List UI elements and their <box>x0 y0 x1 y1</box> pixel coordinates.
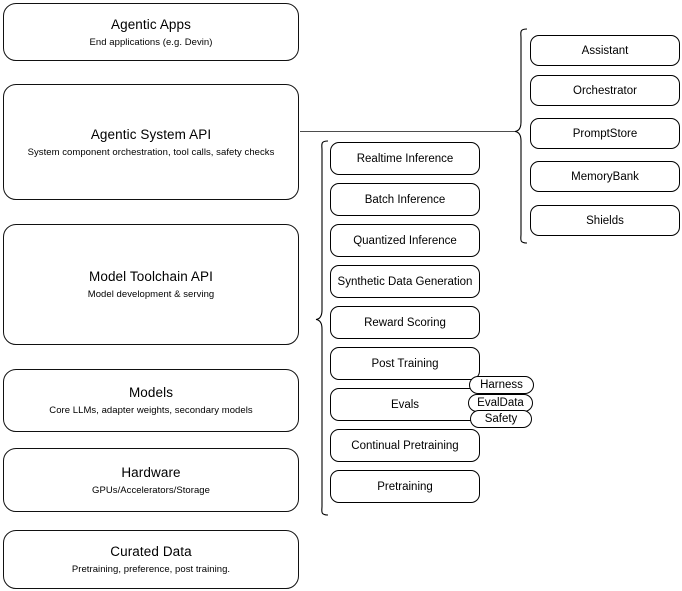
toolchain-item-synthetic-data-generation[interactable]: Synthetic Data Generation <box>330 265 480 298</box>
agentic-component-label: PromptStore <box>572 127 638 140</box>
toolchain-item-continual-pretraining[interactable]: Continual Pretraining <box>330 429 480 462</box>
eval-chip-safety[interactable]: Safety <box>470 410 532 428</box>
agentic-component-label: Shields <box>586 214 624 227</box>
agentic-component-label: Orchestrator <box>573 84 637 97</box>
layer-subtitle: Model development & serving <box>87 289 215 300</box>
layer-subtitle: GPUs/Accelerators/Storage <box>92 484 210 496</box>
layer-subtitle: Core LLMs, adapter weights, secondary mo… <box>49 405 253 416</box>
toolchain-item-evals[interactable]: Evals <box>330 388 480 421</box>
toolchain-item-realtime-inference[interactable]: Realtime Inference <box>330 142 480 175</box>
layer-title: Agentic System API <box>90 126 212 142</box>
toolchain-item-reward-scoring[interactable]: Reward Scoring <box>330 306 480 339</box>
brace-agentic-components <box>514 28 528 244</box>
toolchain-item-batch-inference[interactable]: Batch Inference <box>330 183 480 216</box>
layer-models[interactable]: Models Core LLMs, adapter weights, secon… <box>3 369 299 432</box>
agentic-component-memorybank[interactable]: MemoryBank <box>530 161 680 192</box>
toolchain-item-quantized-inference[interactable]: Quantized Inference <box>330 224 480 257</box>
toolchain-item-label: Batch Inference <box>364 193 446 206</box>
agentic-component-promptstore[interactable]: PromptStore <box>530 118 680 149</box>
agentic-component-label: MemoryBank <box>571 170 639 183</box>
agentic-component-label: Assistant <box>581 44 629 57</box>
layer-subtitle: End applications (e.g. Devin) <box>89 36 213 48</box>
layer-title: Hardware <box>121 464 181 480</box>
toolchain-item-label: Quantized Inference <box>353 234 457 247</box>
eval-chip-label: Safety <box>484 413 518 425</box>
eval-chip-label: Harness <box>480 379 523 391</box>
toolchain-item-label: Reward Scoring <box>364 316 446 329</box>
toolchain-item-label: Evals <box>390 398 420 411</box>
layer-model-toolchain-api[interactable]: Model Toolchain API Model development & … <box>3 224 299 345</box>
layer-hardware[interactable]: Hardware GPUs/Accelerators/Storage <box>3 448 299 512</box>
layer-curated-data[interactable]: Curated Data Pretraining, preference, po… <box>3 530 299 589</box>
agentic-component-assistant[interactable]: Assistant <box>530 35 680 66</box>
toolchain-item-label: Continual Pretraining <box>351 439 459 452</box>
layer-agentic-system-api[interactable]: Agentic System API System component orch… <box>3 84 299 200</box>
toolchain-item-pretraining[interactable]: Pretraining <box>330 470 480 503</box>
toolchain-item-label: Realtime Inference <box>356 152 454 165</box>
toolchain-item-label: Pretraining <box>377 480 433 493</box>
brace-toolchain-capabilities <box>315 140 329 516</box>
layer-subtitle: Pretraining, preference, post training. <box>71 564 231 575</box>
layer-title: Model Toolchain API <box>89 269 213 284</box>
toolchain-item-label: Post Training <box>371 357 439 370</box>
eval-chip-harness[interactable]: Harness <box>469 376 534 394</box>
layer-title: Agentic Apps <box>110 16 191 32</box>
layer-agentic-apps[interactable]: Agentic Apps End applications (e.g. Devi… <box>3 3 299 61</box>
layer-title: Curated Data <box>110 544 192 559</box>
agentic-component-orchestrator[interactable]: Orchestrator <box>530 75 680 106</box>
agentic-component-shields[interactable]: Shields <box>530 205 680 236</box>
toolchain-item-post-training[interactable]: Post Training <box>330 347 480 380</box>
layer-title: Models <box>128 385 174 400</box>
toolchain-item-label: Synthetic Data Generation <box>337 275 473 288</box>
layer-subtitle: System component orchestration, tool cal… <box>27 146 275 158</box>
eval-chip-label: EvalData <box>477 397 524 409</box>
